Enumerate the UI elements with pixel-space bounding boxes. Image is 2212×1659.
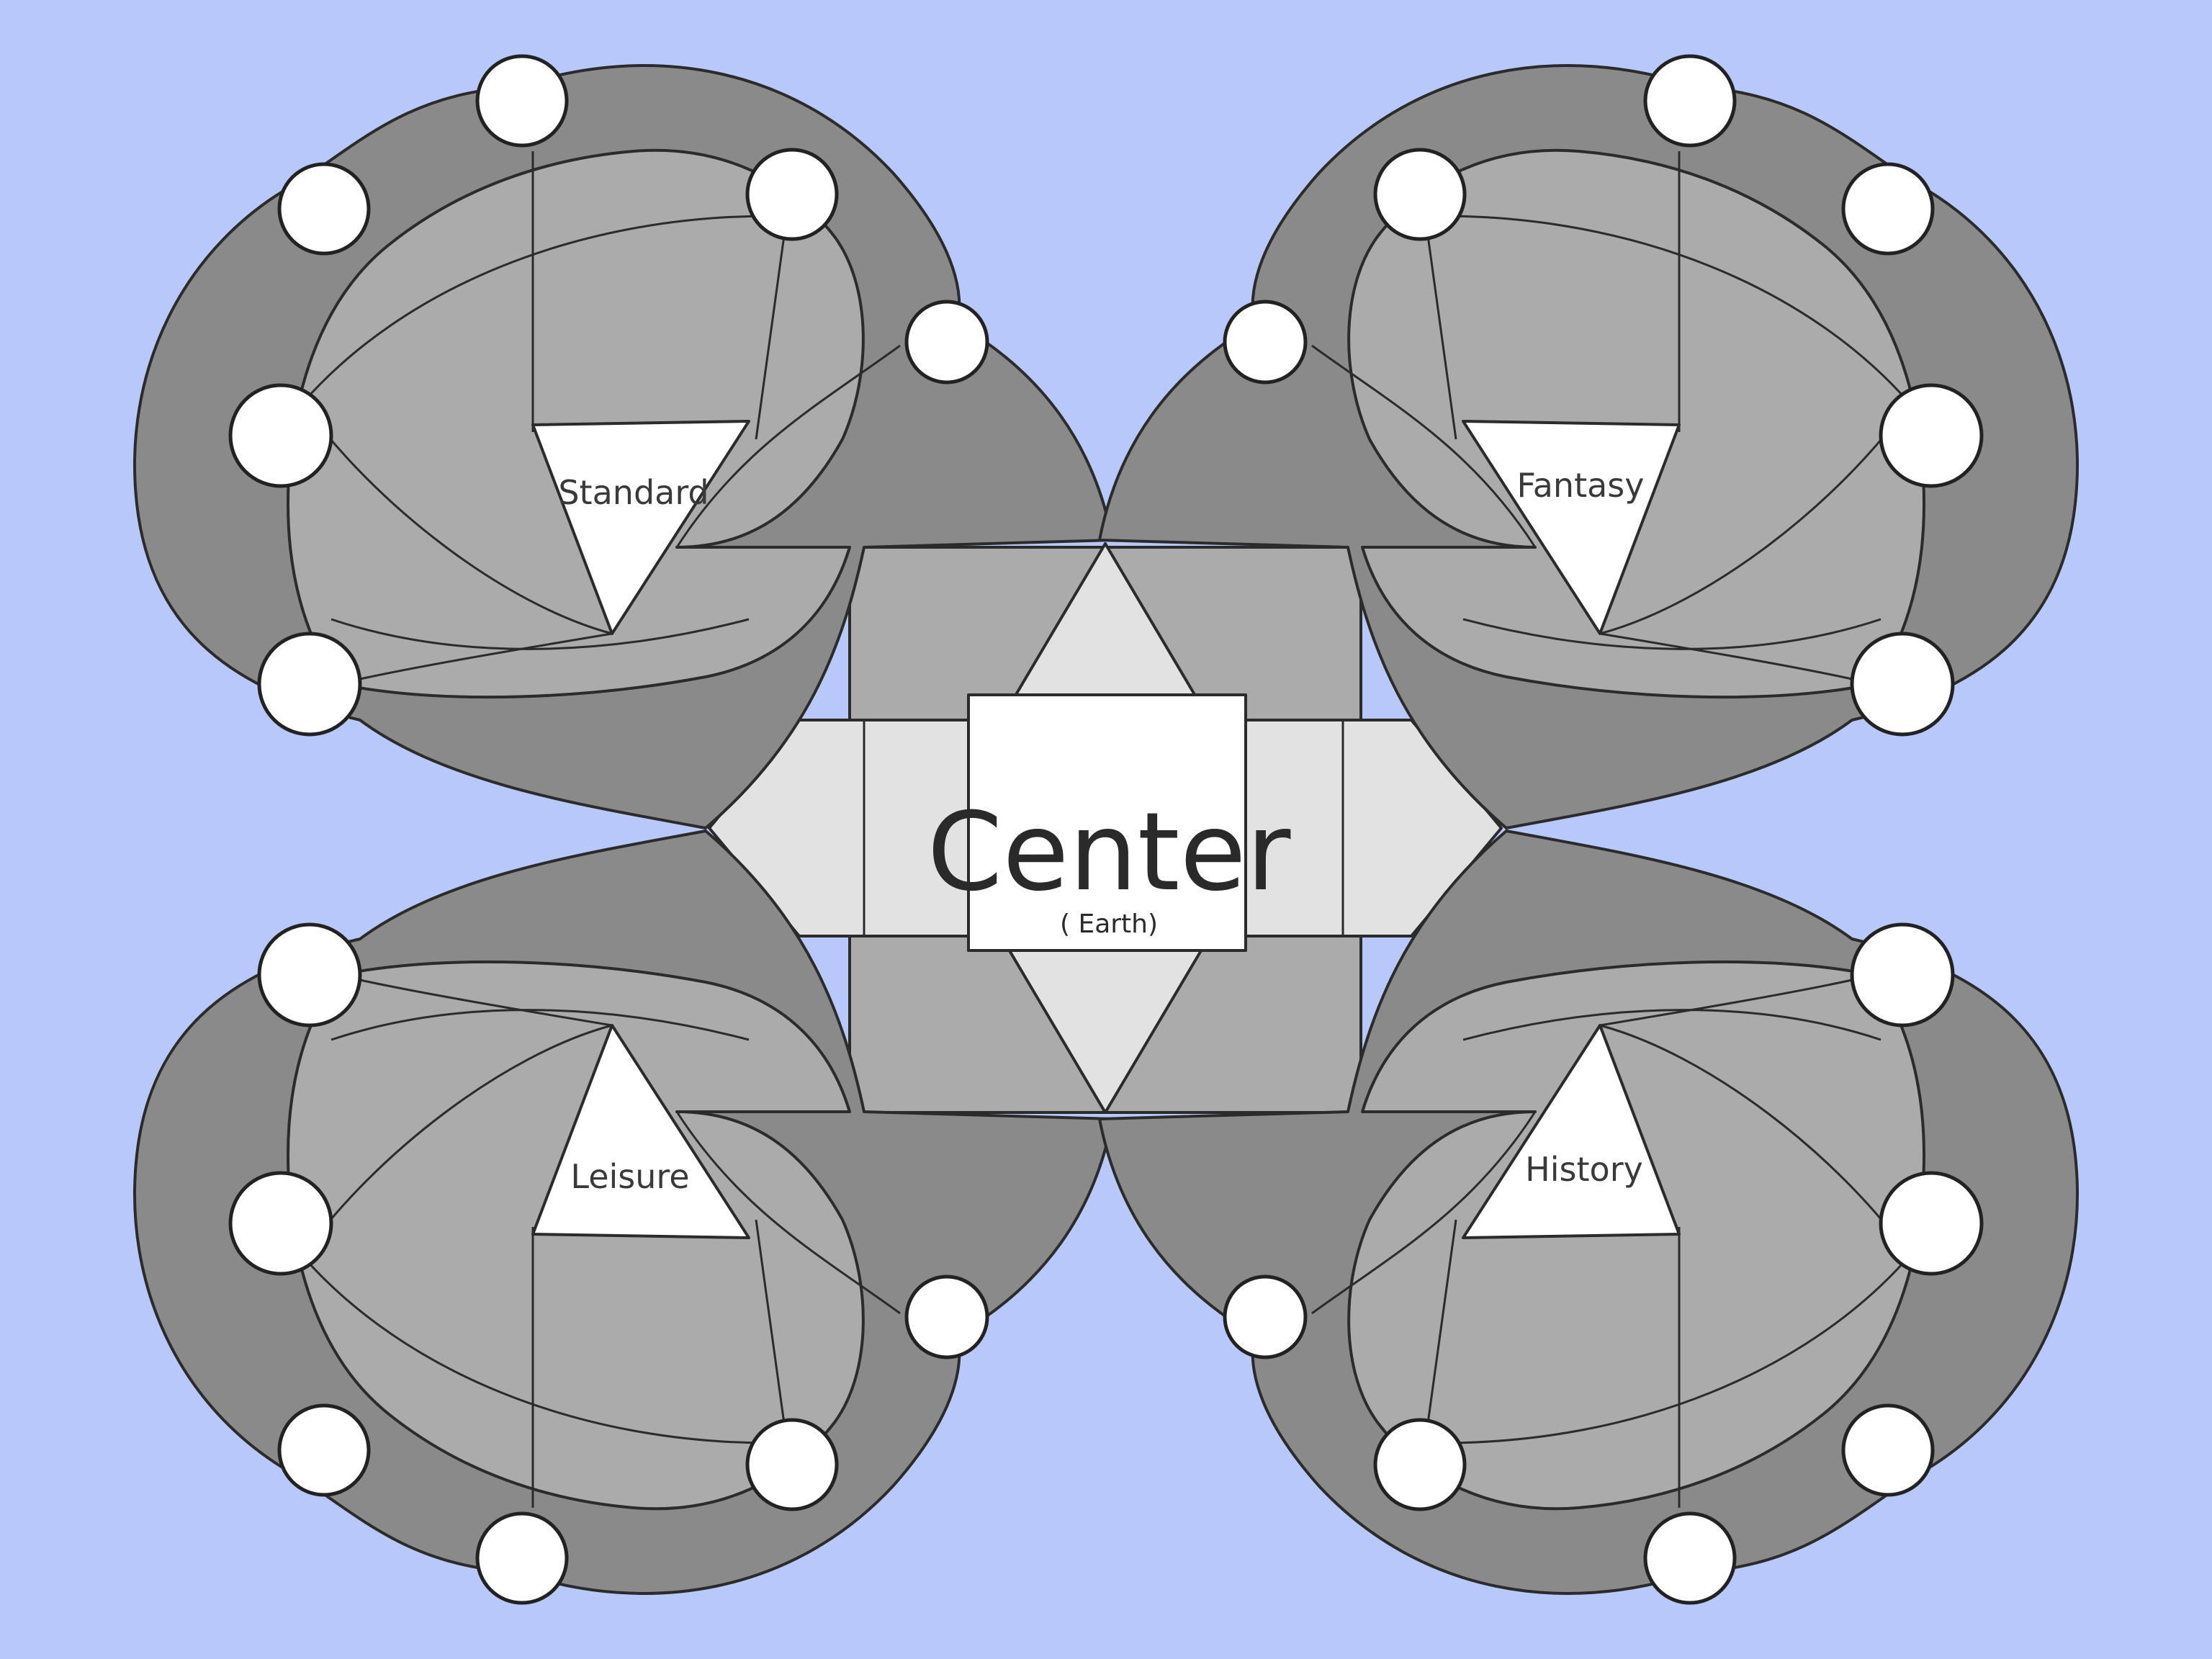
center-subtitle: ( Earth) [1060, 909, 1158, 939]
center-title: Center [927, 790, 1291, 915]
center-box[interactable]: Center ( Earth) [927, 693, 1291, 952]
hub-label-leisure[interactable]: Leisure [570, 1157, 689, 1196]
hub-label-standard[interactable]: Standard [558, 473, 709, 512]
hub-label-fantasy[interactable]: Fantasy [1517, 466, 1645, 505]
hub-label-history[interactable]: History [1525, 1150, 1643, 1189]
